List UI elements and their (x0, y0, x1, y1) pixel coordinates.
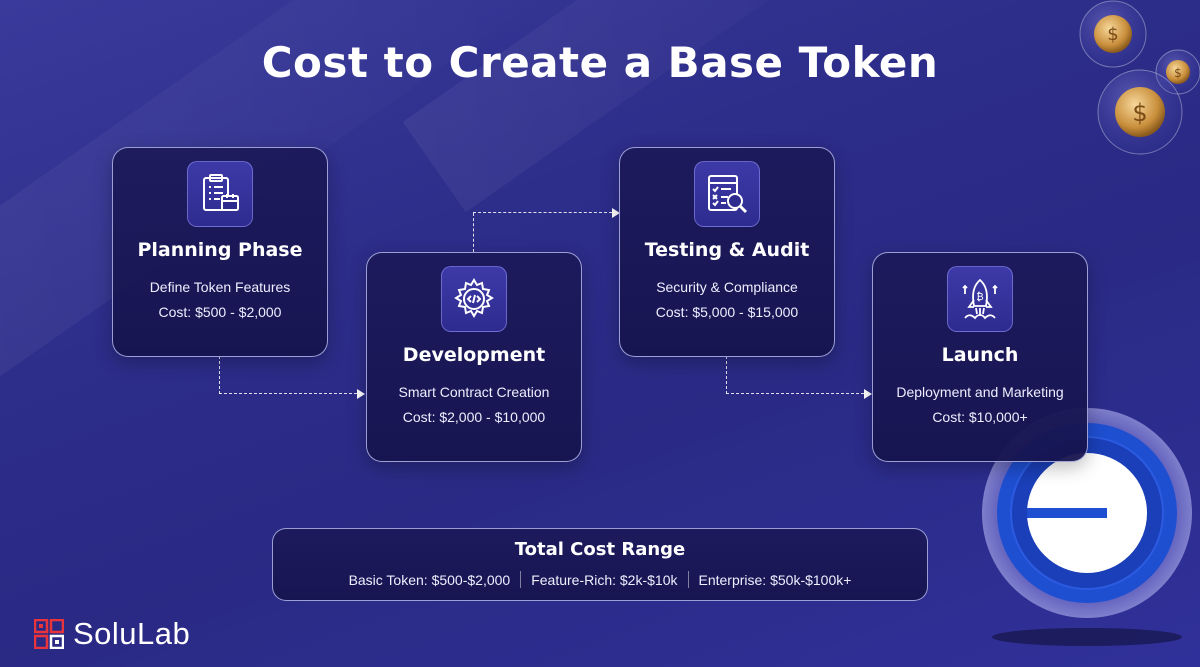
solulab-logo: SoluLab (34, 616, 190, 652)
connector-line (726, 393, 864, 394)
connector-line (473, 212, 612, 213)
total-cost-feature-rich: Feature-Rich: $2k-$10k (531, 571, 678, 588)
arrow-right-icon (612, 208, 620, 218)
total-cost-panel: Total Cost Range Basic Token: $500-$2,00… (272, 528, 928, 601)
svg-text:$: $ (1174, 66, 1182, 80)
step-title: Development (402, 344, 546, 366)
step-title: Testing & Audit (644, 239, 810, 261)
step-cost: Cost: $2,000 - $10,000 (402, 409, 546, 425)
solulab-logo-icon (34, 619, 64, 649)
gear-code-icon (441, 266, 507, 332)
step-description: Smart Contract Creation (398, 384, 550, 400)
separator (687, 571, 689, 588)
base-logo-decoration (982, 408, 1192, 646)
svg-text:₿: ₿ (976, 291, 983, 303)
separator (520, 571, 522, 588)
arrow-right-icon (357, 389, 365, 399)
arrow-right-icon (864, 389, 872, 399)
step-card-planning: Planning Phase Define Token Features Cos… (112, 147, 328, 357)
clipboard-icon (187, 161, 253, 227)
total-cost-row: Basic Token: $500-$2,000 Feature-Rich: $… (273, 571, 927, 588)
step-description: Security & Compliance (656, 279, 798, 295)
step-title: Launch (941, 344, 1019, 366)
step-cost: Cost: $500 - $2,000 (158, 304, 282, 320)
total-cost-title: Total Cost Range (514, 539, 686, 560)
total-cost-basic: Basic Token: $500-$2,000 (348, 571, 511, 588)
step-cost: Cost: $10,000+ (932, 409, 1028, 425)
step-card-launch: ₿ Launch Deployment and Marketing Cost: … (872, 252, 1088, 462)
step-card-development: Development Smart Contract Creation Cost… (366, 252, 582, 462)
step-card-testing: Testing & Audit Security & Compliance Co… (619, 147, 835, 357)
total-cost-enterprise: Enterprise: $50k-$100k+ (698, 571, 852, 588)
connector-line (219, 356, 220, 394)
brand-name: SoluLab (73, 616, 191, 651)
rocket-bitcoin-icon: ₿ (947, 266, 1013, 332)
connector-line (473, 213, 474, 252)
svg-text:$: $ (1132, 99, 1147, 127)
connector-line (219, 393, 357, 394)
coins-decoration: $ $ $ (1079, 0, 1200, 155)
step-title: Planning Phase (137, 239, 303, 261)
step-description: Deployment and Marketing (896, 384, 1064, 400)
svg-text:$: $ (1107, 24, 1118, 45)
step-description: Define Token Features (149, 279, 291, 295)
step-cost: Cost: $5,000 - $15,000 (655, 304, 799, 320)
audit-search-icon (694, 161, 760, 227)
page-title: Cost to Create a Base Token (261, 38, 939, 87)
connector-line (726, 356, 727, 394)
